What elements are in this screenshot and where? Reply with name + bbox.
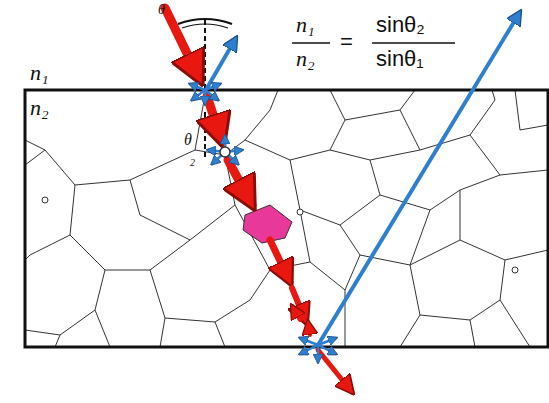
formula-term: sinθ₁ — [376, 48, 424, 70]
angle-label: θ — [158, 3, 165, 17]
formula-sign: = — [340, 31, 353, 53]
angle-label: θ — [184, 132, 192, 148]
formula-term: sinθ₂ — [376, 14, 425, 36]
index-label: n₂ — [30, 97, 49, 119]
index-label: n₁ — [30, 62, 49, 84]
formula-term: n₂ — [296, 48, 315, 70]
subscript-label: 2 — [190, 158, 195, 168]
formula-term: n₁ — [296, 14, 315, 36]
